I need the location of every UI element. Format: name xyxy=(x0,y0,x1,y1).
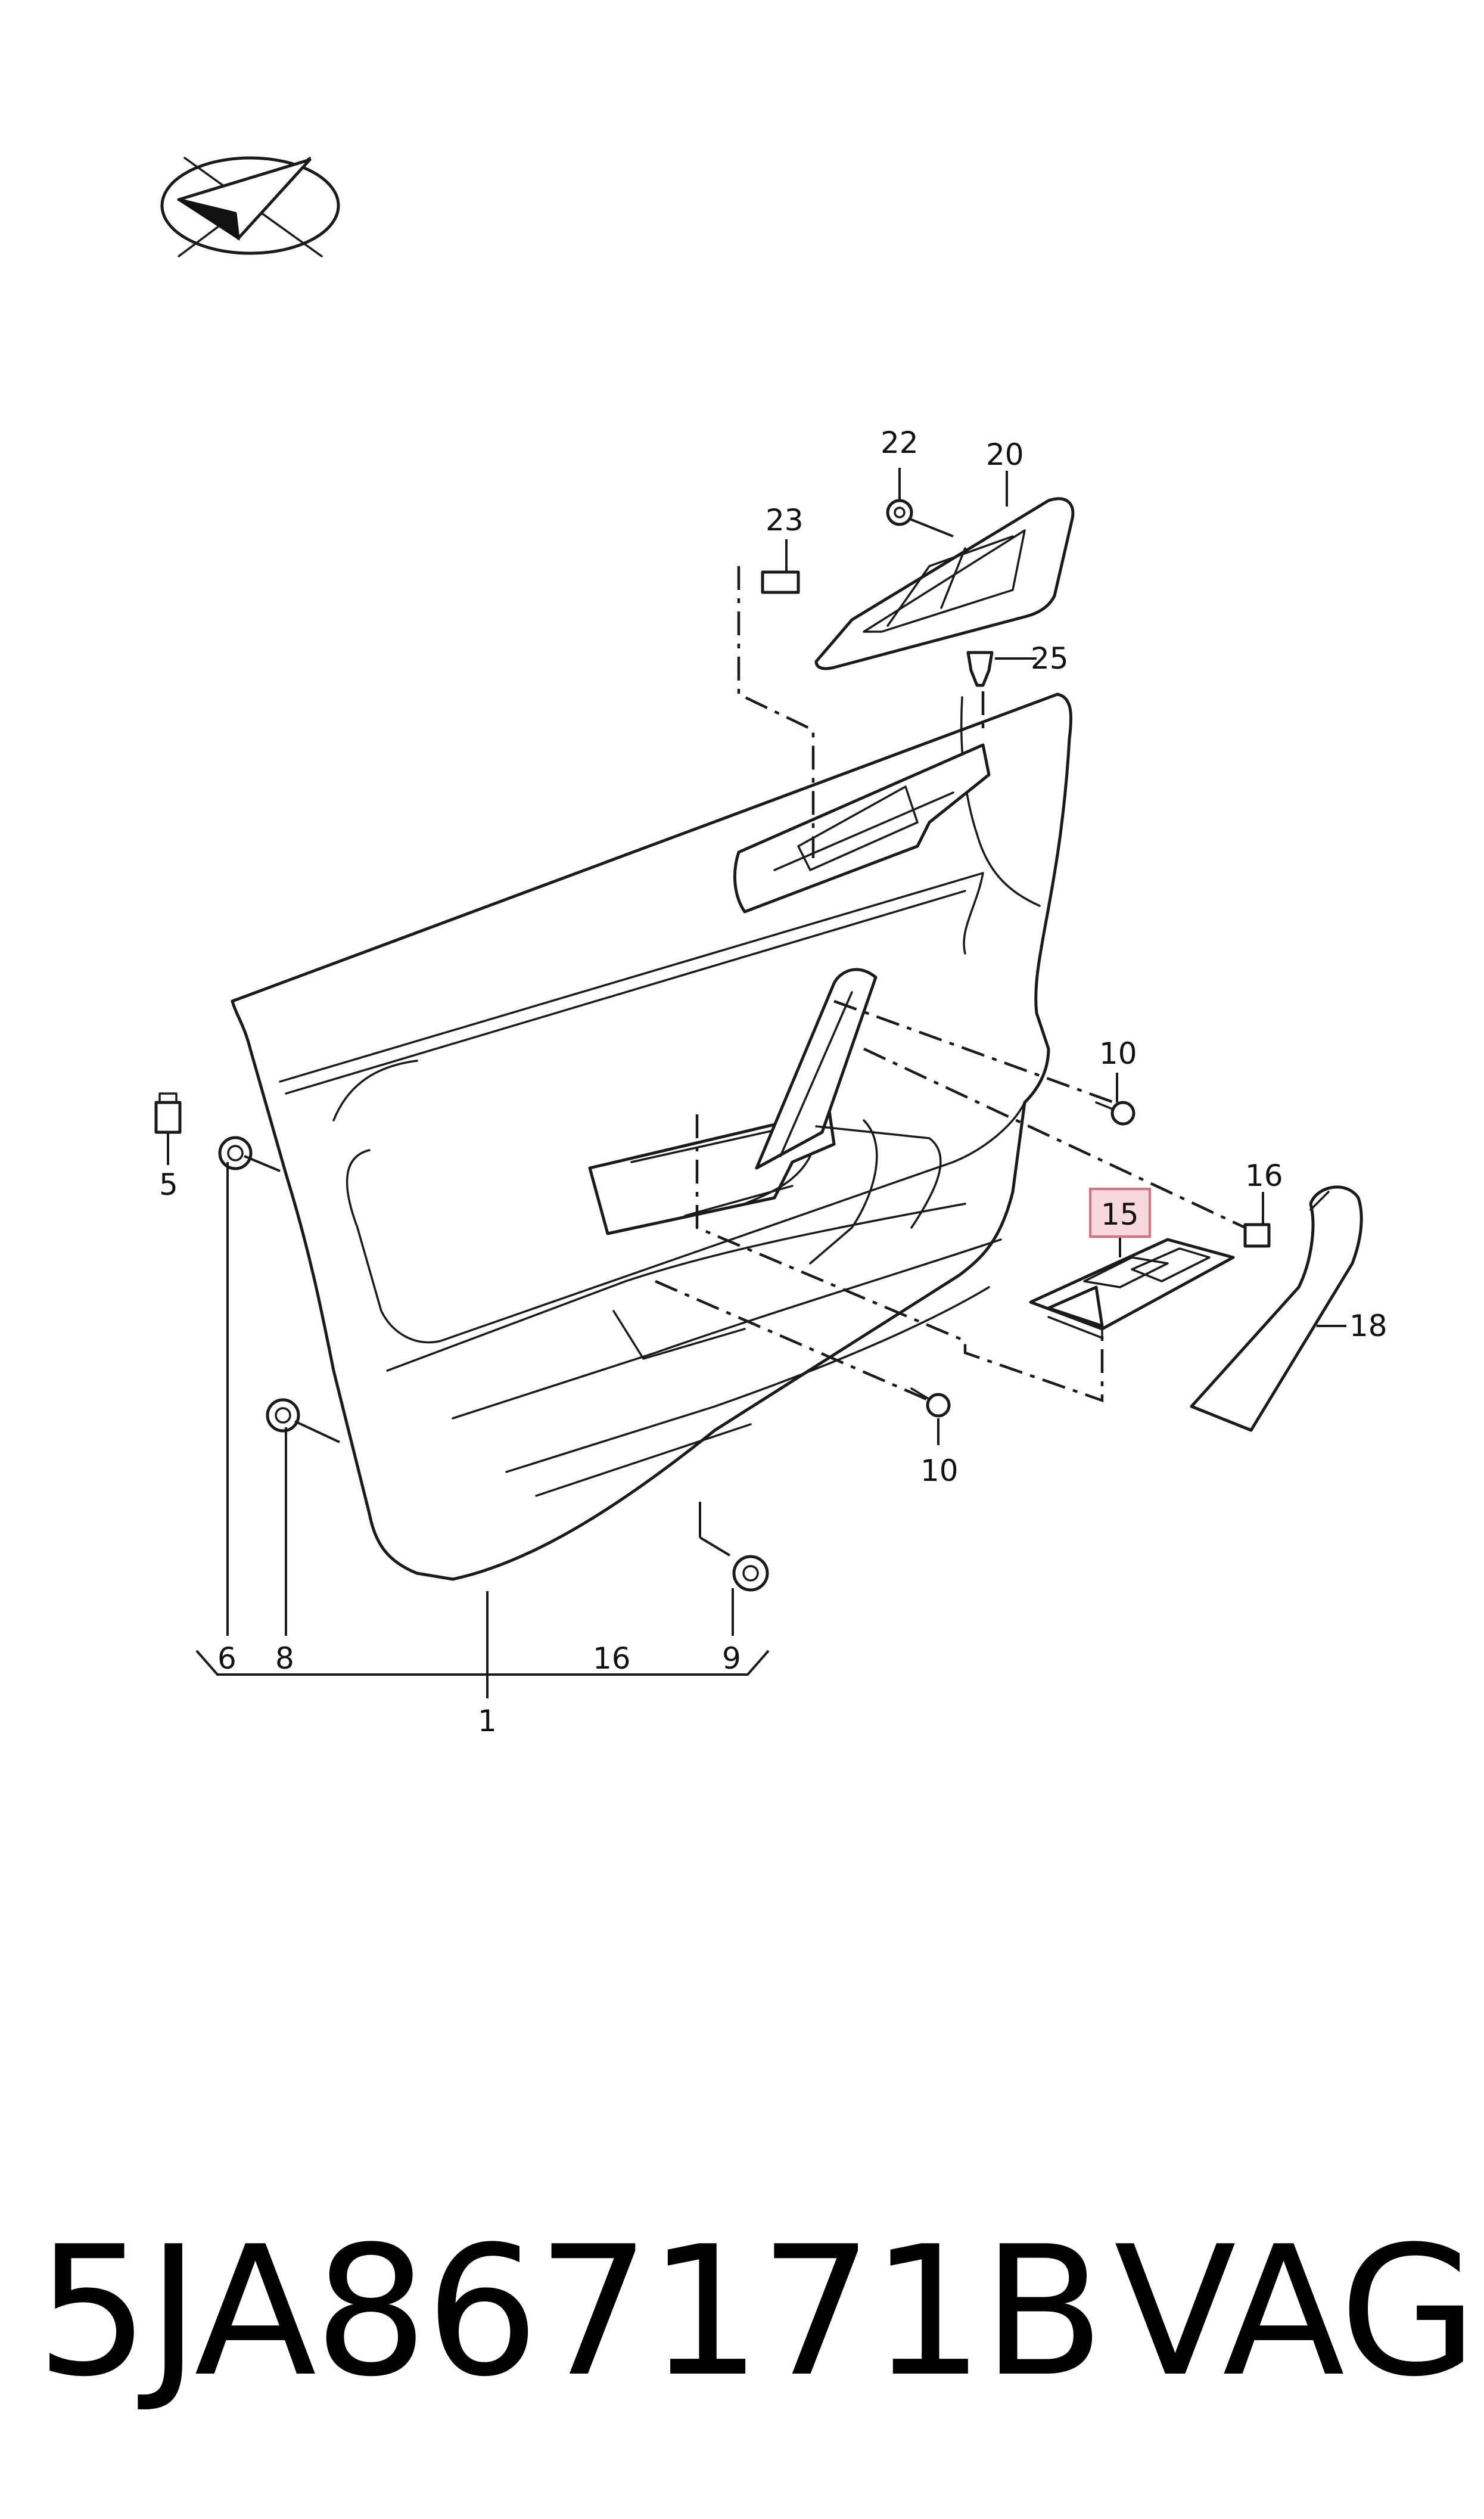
callout-22: 22 xyxy=(881,425,919,460)
callout-25: 25 xyxy=(1031,641,1069,676)
fastener-nut-6 xyxy=(218,1136,253,1170)
callout-10-upper: 10 xyxy=(1099,1036,1137,1071)
callout-8: 8 xyxy=(275,1641,294,1676)
washer-22 xyxy=(886,499,913,526)
callout-10-lower: 10 xyxy=(920,1453,959,1488)
clip-23 xyxy=(761,570,800,594)
callout-1: 1 xyxy=(478,1704,497,1738)
callout-18: 18 xyxy=(1349,1309,1387,1343)
clip-16 xyxy=(1243,1223,1271,1248)
part-number: 5JA867171B xyxy=(36,2208,1105,2416)
trim-strip xyxy=(1190,1185,1363,1432)
screw-10-lower xyxy=(910,1387,951,1418)
inner-door-handle xyxy=(814,497,1075,670)
footer: 5JA867171B VAG xyxy=(0,2199,1484,2437)
callout-6: 6 xyxy=(217,1641,237,1676)
door-trim-panel xyxy=(231,692,1073,1581)
callout-23: 23 xyxy=(766,503,804,538)
callout-15: 15 xyxy=(1101,1197,1139,1232)
assembly-lines xyxy=(655,566,1246,1403)
brand-label: VAG xyxy=(1114,2208,1477,2416)
callout-highlight-15 xyxy=(1089,1188,1151,1238)
callout-16-lower: 16 xyxy=(593,1641,631,1676)
vw-logo-icon xyxy=(160,156,340,257)
leader-lines xyxy=(167,468,1346,1698)
callout-9: 9 xyxy=(722,1641,741,1676)
clip-25 xyxy=(966,651,994,687)
window-switch-unit xyxy=(1029,1238,1235,1339)
fastener-clip-5 xyxy=(154,1092,182,1134)
callout-20: 20 xyxy=(986,437,1024,472)
screw-10-upper xyxy=(1095,1101,1135,1126)
fastener-nut-9 xyxy=(732,1555,769,1592)
fastener-nut-8 xyxy=(266,1398,300,1433)
callout-16-upper: 16 xyxy=(1245,1158,1283,1193)
callout-5: 5 xyxy=(159,1167,178,1202)
